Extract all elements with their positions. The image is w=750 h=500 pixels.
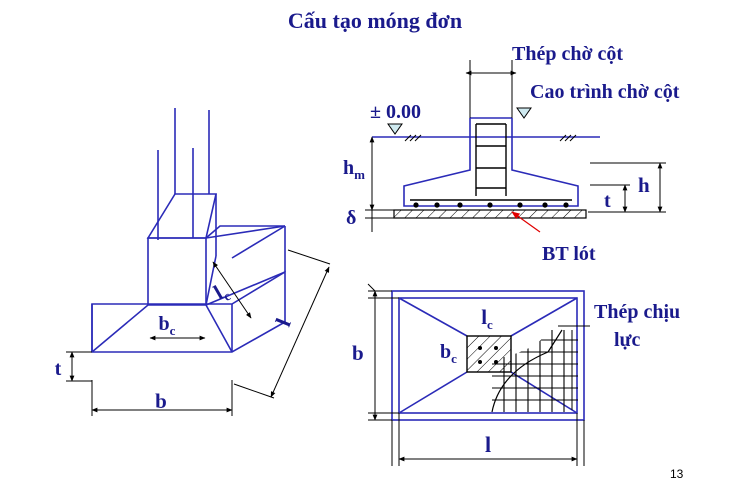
slide-title: Cấu tạo móng đơn — [288, 8, 462, 33]
label-zero: ± 0.00 — [370, 101, 421, 123]
iso-label-b: b — [155, 389, 167, 413]
section-dimensions — [365, 60, 666, 233]
label-hm: hm — [343, 157, 365, 182]
iso-label-bc: bc — [159, 313, 176, 338]
isometric-footing — [91, 108, 286, 353]
plan-dimensions — [367, 283, 590, 466]
label-lean-concrete: BT lót — [542, 243, 596, 265]
label-rebar-main-2: lực — [614, 329, 641, 351]
label-elev-col: Cao trình chờ cột — [530, 81, 680, 103]
iso-dimensions — [66, 249, 331, 416]
plan-label-bc: bc — [440, 341, 457, 366]
page-number: 13 — [670, 467, 684, 481]
iso-label-t: t — [55, 358, 62, 380]
plan-label-l: l — [485, 432, 491, 457]
plan-footing — [391, 290, 585, 421]
section-footing — [372, 107, 600, 219]
label-h: h — [638, 173, 650, 197]
plan-label-lc: lc — [481, 305, 493, 332]
label-rebar-main-1: Thép chịu — [594, 301, 680, 323]
label-rebar-col: Thép chờ cột — [512, 43, 623, 65]
label-delta: δ — [346, 207, 356, 229]
label-t: t — [604, 190, 611, 212]
plan-label-b: b — [352, 341, 364, 365]
